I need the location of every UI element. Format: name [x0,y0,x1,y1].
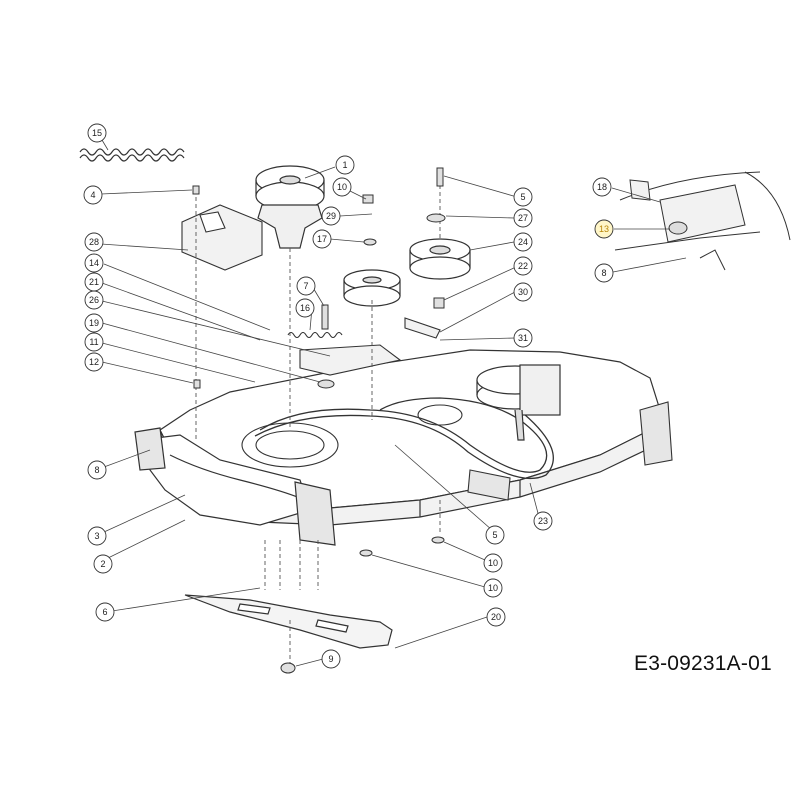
idler-pulley-left [343,269,401,307]
callout-13: 13 [594,219,614,239]
callout-15: 15 [87,123,107,143]
callout-12: 12 [84,352,104,372]
svg-text:30: 30 [518,287,528,297]
svg-text:8: 8 [94,465,99,475]
callout-9: 9 [321,649,341,669]
left-bracket [181,204,263,271]
svg-text:22: 22 [518,261,528,271]
callout-8: 8 [87,460,107,480]
hardware [192,167,446,674]
callout-10-lower-a: 10 [483,553,503,573]
svg-text:4: 4 [90,190,95,200]
svg-text:1: 1 [342,160,347,170]
callout-5-lower: 5 [485,525,505,545]
callout-28: 28 [84,232,104,252]
tension-spring-and-arm [287,317,441,376]
callout-31: 31 [513,328,533,348]
right-bracket [467,401,673,501]
idler-pulley-right [409,238,471,280]
callout-3: 3 [87,526,107,546]
svg-text:10: 10 [337,182,347,192]
svg-text:10: 10 [488,558,498,568]
drive-belt [254,397,554,480]
svg-text:31: 31 [518,333,528,343]
leader-lines [100,139,687,667]
svg-text:2: 2 [100,559,105,569]
callout-19: 19 [84,313,104,333]
svg-text:9: 9 [328,654,333,664]
svg-text:13: 13 [599,224,609,234]
callout-22: 22 [513,256,533,276]
svg-text:12: 12 [89,357,99,367]
spindle-pulley [255,165,325,249]
spindle-openings [241,404,463,468]
callout-24: 24 [513,232,533,252]
svg-text:14: 14 [89,258,99,268]
svg-text:11: 11 [89,337,98,347]
svg-text:21: 21 [89,277,99,287]
svg-text:18: 18 [597,182,607,192]
callout-1: 1 [335,155,355,175]
svg-text:5: 5 [492,530,497,540]
svg-text:15: 15 [92,128,102,138]
callout-20: 20 [486,607,506,627]
callout-14: 14 [84,253,104,273]
callout-26: 26 [84,290,104,310]
callout-16: 16 [295,298,315,318]
svg-text:7: 7 [303,281,308,291]
mower-blade [184,594,393,649]
callout-29: 29 [321,206,341,226]
svg-text:17: 17 [317,234,327,244]
callout-4: 4 [83,185,103,205]
callout-8-inset: 8 [594,263,614,283]
svg-text:3: 3 [94,531,99,541]
callout-18: 18 [592,177,612,197]
svg-text:6: 6 [102,607,107,617]
callout-17: 17 [312,229,332,249]
callout-10-lower-b: 10 [483,578,503,598]
callout-10: 10 [332,177,352,197]
inset-detail [614,171,791,271]
callout-23: 23 [533,511,553,531]
callout-6: 6 [95,602,115,622]
callout-5: 5 [513,187,533,207]
svg-text:23: 23 [538,516,548,526]
callout-11: 11 [84,332,104,352]
callout-21: 21 [84,272,104,292]
svg-text:8: 8 [601,268,606,278]
diagram-code: E3-09231A-01 [634,652,772,675]
callouts: 15 1 4 10 5 29 27 28 17 24 14 22 7 21 30… [83,123,614,669]
svg-text:28: 28 [89,237,99,247]
svg-text:27: 27 [518,213,528,223]
assembly-guidelines [195,178,441,665]
svg-text:5: 5 [520,192,525,202]
callout-7: 7 [296,276,316,296]
svg-text:24: 24 [518,237,528,247]
right-pulley-assembly [476,364,561,441]
svg-text:29: 29 [326,211,336,221]
svg-text:20: 20 [491,612,501,622]
svg-text:10: 10 [488,583,498,593]
svg-text:19: 19 [89,318,99,328]
spring [79,148,185,162]
svg-text:16: 16 [300,303,310,313]
callout-27: 27 [513,208,533,228]
callout-2: 2 [93,554,113,574]
svg-text:26: 26 [89,295,99,305]
callout-30: 30 [513,282,533,302]
discharge-chute [134,427,336,546]
